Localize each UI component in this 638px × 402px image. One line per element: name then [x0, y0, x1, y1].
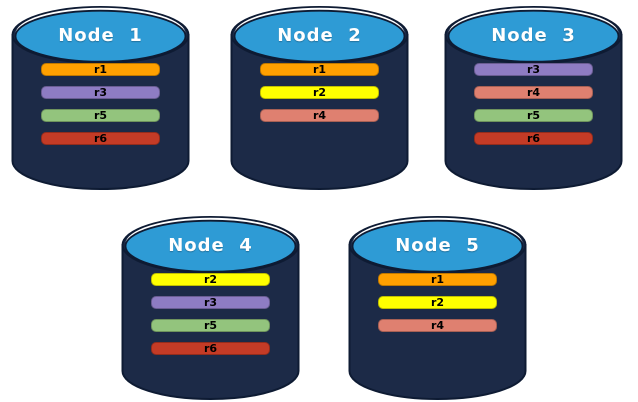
node-5: Node 5 r1 r2 r4: [347, 215, 528, 401]
replica-bar-r6: r6: [474, 132, 593, 145]
replica-list: r1 r2 r4: [260, 63, 379, 132]
replica-list: r3 r4 r5 r6: [474, 63, 593, 155]
replica-bar-r3: r3: [41, 86, 160, 99]
node-2: Node 2 r1 r2 r4: [229, 5, 410, 191]
node-title: Node 4: [168, 235, 253, 256]
node-title: Node 3: [491, 25, 576, 46]
replica-bar-r1: r1: [41, 63, 160, 76]
replica-bar-r2: r2: [260, 86, 379, 99]
replica-bar-r3: r3: [151, 296, 270, 309]
replica-list: r2 r3 r5 r6: [151, 273, 270, 365]
replica-bar-r5: r5: [151, 319, 270, 332]
replica-bar-r3: r3: [474, 63, 593, 76]
replica-list: r1 r2 r4: [378, 273, 497, 342]
node-3: Node 3 r3 r4 r5 r6: [443, 5, 624, 191]
replica-bar-r6: r6: [41, 132, 160, 145]
replica-bar-r4: r4: [474, 86, 593, 99]
node-title: Node 2: [277, 25, 362, 46]
replica-bar-r5: r5: [41, 109, 160, 122]
replica-bar-r4: r4: [378, 319, 497, 332]
node-4: Node 4 r2 r3 r5 r6: [120, 215, 301, 401]
replica-bar-r6: r6: [151, 342, 270, 355]
replica-bar-r2: r2: [378, 296, 497, 309]
node-1: Node 1 r1 r3 r5 r6: [10, 5, 191, 191]
node-title: Node 5: [395, 235, 480, 256]
replica-list: r1 r3 r5 r6: [41, 63, 160, 155]
replica-bar-r5: r5: [474, 109, 593, 122]
replica-bar-r2: r2: [151, 273, 270, 286]
replica-bar-r4: r4: [260, 109, 379, 122]
replica-bar-r1: r1: [260, 63, 379, 76]
node-title: Node 1: [58, 25, 143, 46]
replica-bar-r1: r1: [378, 273, 497, 286]
